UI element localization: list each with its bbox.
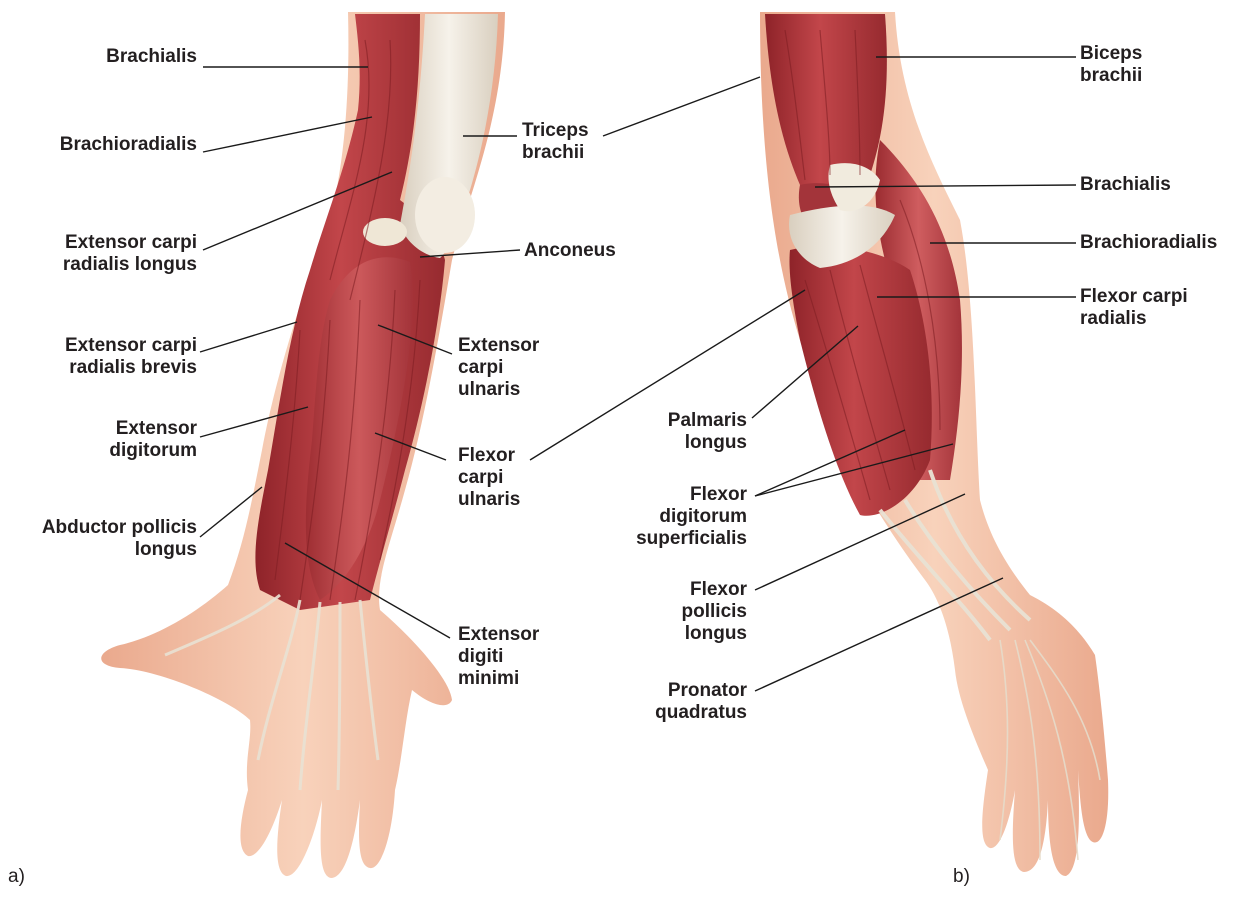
- label-b-brachialis: Brachialis: [1080, 174, 1171, 196]
- label-a-apl-line1: Abductor pollicis: [42, 517, 197, 539]
- label-a-fcu-line3: ulnaris: [458, 489, 520, 511]
- label-a-fcu-line2: carpi: [458, 467, 520, 489]
- label-a-ecrl: Extensor carpi radialis longus: [63, 232, 197, 276]
- label-a-brachialis: Brachialis: [106, 46, 197, 68]
- label-b-pronator: Pronator quadratus: [655, 680, 747, 724]
- label-b-fds-line3: superficialis: [636, 528, 747, 550]
- label-b-fcr-line2: radialis: [1080, 308, 1188, 330]
- panel-label-b: b): [953, 866, 970, 888]
- label-b-fcr: Flexor carpi radialis: [1080, 286, 1188, 330]
- label-a-ecrb-line2: radialis brevis: [65, 357, 197, 379]
- label-b-fds-line1: Flexor: [636, 484, 747, 506]
- leader-a-ecrb: [200, 322, 297, 352]
- label-b-pronator-line1: Pronator: [655, 680, 747, 702]
- label-a-brachialis-line1: Brachialis: [106, 46, 197, 68]
- label-b-fpl-line3: longus: [682, 623, 747, 645]
- arm-b-illustration: [760, 12, 1108, 876]
- label-a-anconeus: Anconeus: [524, 240, 616, 262]
- label-b-fds-line2: digitorum: [636, 506, 747, 528]
- label-a-anconeus-line1: Anconeus: [524, 240, 616, 262]
- label-a-triceps-line2: brachii: [522, 142, 589, 164]
- label-b-brachioradialis: Brachioradialis: [1080, 232, 1217, 254]
- label-b-biceps-line1: Biceps: [1080, 43, 1142, 65]
- label-a-edm-line3: minimi: [458, 668, 539, 690]
- label-a-ecu-line2: carpi: [458, 357, 539, 379]
- label-b-fpl-line2: pollicis: [682, 601, 747, 623]
- label-a-ecu: Extensor carpi ulnaris: [458, 335, 539, 401]
- label-b-fds: Flexor digitorum superficialis: [636, 484, 747, 550]
- label-a-brachioradialis-line1: Brachioradialis: [60, 134, 197, 156]
- label-a-apl-line2: longus: [42, 539, 197, 561]
- label-a-ecrl-line2: radialis longus: [63, 254, 197, 276]
- label-a-triceps: Triceps brachii: [522, 120, 589, 164]
- label-a-ecu-line3: ulnaris: [458, 379, 539, 401]
- label-a-ecrb: Extensor carpi radialis brevis: [65, 335, 197, 379]
- label-a-ext-digitorum-line2: digitorum: [109, 440, 197, 462]
- label-a-ecu-line1: Extensor: [458, 335, 539, 357]
- arm-b-flexors: [789, 246, 931, 516]
- label-b-palmaris: Palmaris longus: [668, 410, 747, 454]
- label-b-fpl-line1: Flexor: [682, 579, 747, 601]
- label-a-ext-digitorum-line1: Extensor: [109, 418, 197, 440]
- label-b-fpl: Flexor pollicis longus: [682, 579, 747, 645]
- label-a-edm: Extensor digiti minimi: [458, 624, 539, 690]
- label-a-ext-digitorum: Extensor digitorum: [109, 418, 197, 462]
- label-a-triceps-line1: Triceps: [522, 120, 589, 142]
- label-b-palmaris-line1: Palmaris: [668, 410, 747, 432]
- label-a-fcu-line1: Flexor: [458, 445, 520, 467]
- label-b-palmaris-line2: longus: [668, 432, 747, 454]
- label-a-ecrb-line1: Extensor carpi: [65, 335, 197, 357]
- label-a-ecrl-line1: Extensor carpi: [63, 232, 197, 254]
- label-a-brachioradialis: Brachioradialis: [60, 134, 197, 156]
- label-a-edm-line2: digiti: [458, 646, 539, 668]
- label-a-apl: Abductor pollicis longus: [42, 517, 197, 561]
- label-b-biceps: Biceps brachii: [1080, 43, 1142, 87]
- label-b-brachioradialis-line1: Brachioradialis: [1080, 232, 1217, 254]
- label-b-biceps-line2: brachii: [1080, 65, 1142, 87]
- leader-b-biceps-2: [603, 77, 760, 136]
- label-b-brachialis-line1: Brachialis: [1080, 174, 1171, 196]
- label-b-fcr-line1: Flexor carpi: [1080, 286, 1188, 308]
- label-a-edm-line1: Extensor: [458, 624, 539, 646]
- label-a-fcu: Flexor carpi ulnaris: [458, 445, 520, 511]
- label-b-pronator-line2: quadratus: [655, 702, 747, 724]
- panel-label-a: a): [8, 866, 25, 888]
